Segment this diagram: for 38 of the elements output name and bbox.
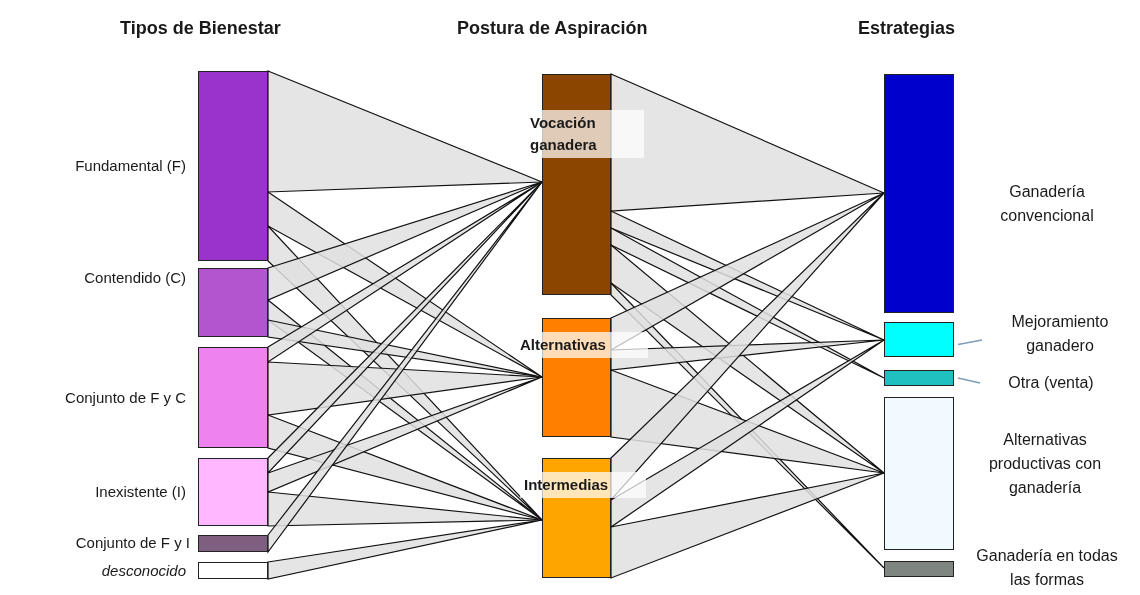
category-label: Inexistente (I)	[94, 482, 186, 502]
bar	[198, 535, 268, 552]
leader-line	[957, 339, 983, 346]
flow-band	[267, 376, 543, 493]
category-label: Ganadería convencional	[999, 182, 1095, 226]
flow-band	[610, 192, 885, 502]
column-heading: Tipos de Bienestar	[120, 18, 281, 39]
bar	[884, 74, 954, 313]
flow-band	[610, 472, 885, 579]
bar	[884, 561, 954, 577]
column-heading: Estrategias	[858, 18, 956, 39]
flow-band	[610, 339, 885, 529]
strategy-label: Mejoramiento ganadero	[982, 310, 1138, 358]
category-label: Conjunto de F y I	[74, 533, 190, 553]
bar	[198, 347, 268, 448]
column-heading: Postura de Aspiración	[457, 18, 648, 39]
strategy-label: Otra (venta)	[980, 371, 1122, 395]
flow-band	[267, 70, 543, 193]
category-label: Conjunto de F y C	[64, 388, 186, 408]
bar	[884, 397, 954, 550]
category-label: Alternativas productivas con ganadería	[987, 430, 1103, 498]
bar	[884, 370, 954, 386]
flow-band	[267, 491, 543, 527]
category-label: Fundamental (F)	[74, 156, 186, 176]
flow-band	[267, 519, 543, 580]
bar	[198, 562, 268, 579]
flow-band	[267, 181, 543, 554]
category-label: Ganadería en todas las formas	[975, 546, 1119, 590]
bar	[198, 71, 268, 261]
leader-line	[957, 377, 981, 384]
flow-band	[610, 73, 885, 212]
category-label: desconocido	[100, 561, 186, 581]
bar	[198, 458, 268, 526]
bar	[884, 322, 954, 357]
category-label: Contendido (C)	[83, 268, 186, 288]
flow-band	[267, 181, 543, 301]
category-label: Intermedias	[520, 472, 646, 498]
bar	[198, 268, 268, 337]
